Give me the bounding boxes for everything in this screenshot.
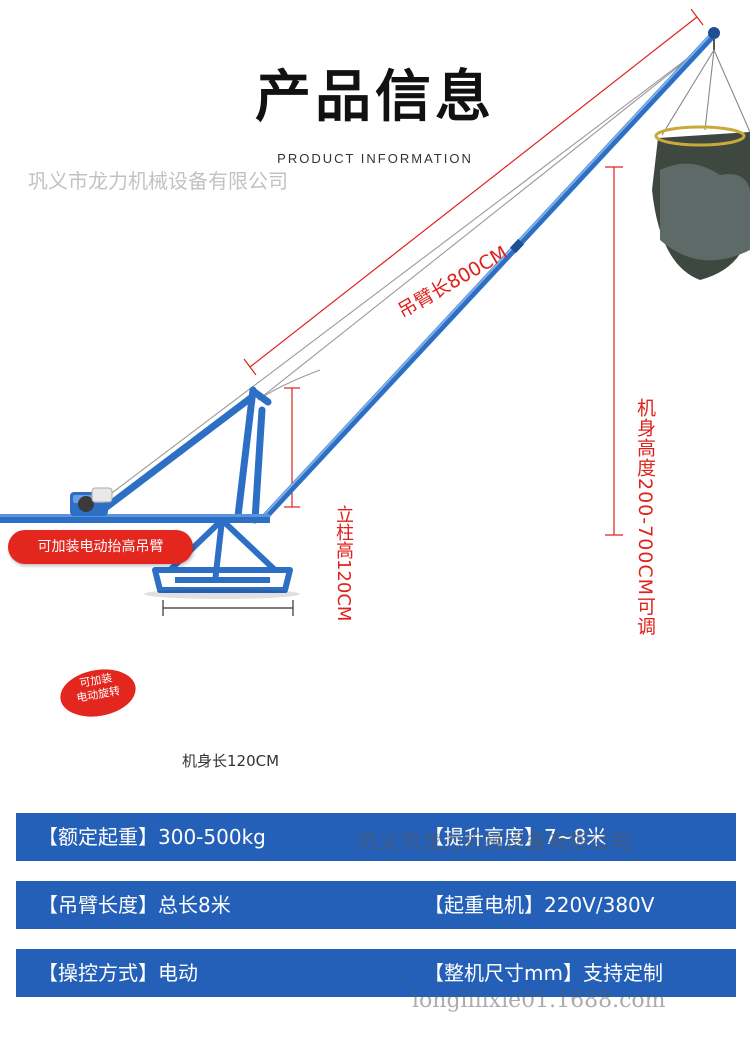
spec-row: 【额定起重】300-500kg 【提升高度】7~8米 xyxy=(16,813,736,861)
watermark-mid: 巩义市龙力机械设备有限公司 xyxy=(358,830,631,854)
spec-arm-length: 【吊臂长度】总长8米 xyxy=(38,893,231,917)
page-subtitle: PRODUCT INFORMATION xyxy=(277,151,473,166)
winch-motor xyxy=(70,487,113,516)
callout-rotate: 可加装 电动旋转 xyxy=(56,663,140,723)
spec-control-mode: 【操控方式】电动 xyxy=(38,961,198,985)
crane-illustration xyxy=(0,8,750,616)
fish-basket xyxy=(652,49,750,280)
spec-row: 【吊臂长度】总长8米 【起重电机】220V/380V xyxy=(16,881,736,929)
crane-post xyxy=(96,386,272,524)
spec-rated-load: 【额定起重】300-500kg xyxy=(38,825,266,849)
spec-motor: 【起重电机】220V/380V xyxy=(424,893,655,917)
boom-tip xyxy=(708,27,720,50)
spec-row: 【操控方式】电动 【整机尺寸mm】支持定制 xyxy=(16,949,736,997)
arm-dimension-line xyxy=(243,8,704,376)
watermark-bottom: longliiixie01.1688.com xyxy=(412,988,666,1013)
watermark-top: 巩义市龙力机械设备有限公司 xyxy=(28,169,288,193)
crane-boom xyxy=(261,29,719,521)
body-length-label: 机身长120CM xyxy=(182,752,280,770)
base-shadow xyxy=(144,589,300,599)
crane-cables xyxy=(99,39,713,503)
post-height-label: 立柱高120CM xyxy=(333,505,354,622)
base-dimension-line xyxy=(162,600,294,616)
height-dimension-line xyxy=(605,166,623,536)
spec-dimensions: 【整机尺寸mm】支持定制 xyxy=(424,961,663,985)
callout-lift-arm: 可加装电动抬高吊臂 xyxy=(8,530,193,564)
body-height-label: 机身高度200-700CM可调 xyxy=(634,398,656,637)
spec-lift-height: 【提升高度】7~8米 xyxy=(424,825,607,849)
crane-horizontal-arm xyxy=(0,514,270,523)
page-title: 产品信息 xyxy=(255,65,495,130)
